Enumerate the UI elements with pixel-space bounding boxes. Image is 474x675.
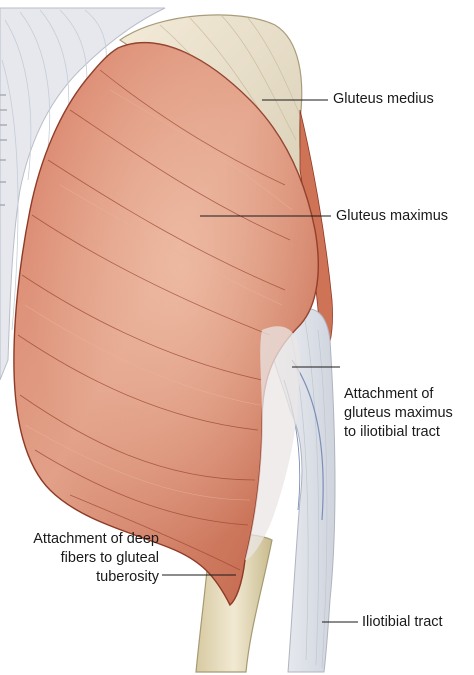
label-gluteus-medius-text: Gluteus medius <box>333 91 434 107</box>
label-attachment-deep-fibers: Attachment of deep fibers to gluteal tub… <box>14 530 159 587</box>
gluteus-maximus-muscle <box>13 42 319 607</box>
label-attachment-iliotibial-line-1: Attachment of <box>344 386 434 402</box>
label-iliotibial-tract-text: Iliotibial tract <box>362 614 443 630</box>
label-attachment-deep-fibers-line-3: tuberosity <box>96 569 159 585</box>
label-iliotibial-tract: Iliotibial tract <box>362 613 443 632</box>
label-attachment-iliotibial-line-2: gluteus maximus <box>344 405 453 421</box>
label-attachment-deep-fibers-line-2: fibers to gluteal <box>60 550 159 566</box>
label-attachment-iliotibial: Attachment of gluteus maximus to iliotib… <box>344 385 453 442</box>
label-gluteus-medius: Gluteus medius <box>333 90 434 109</box>
label-attachment-iliotibial-line-3: to iliotibial tract <box>344 424 440 440</box>
label-gluteus-maximus-text: Gluteus maximus <box>336 208 449 224</box>
label-attachment-deep-fibers-line-1: Attachment of deep <box>33 531 159 547</box>
label-gluteus-maximus: Gluteus maximus <box>336 207 448 226</box>
